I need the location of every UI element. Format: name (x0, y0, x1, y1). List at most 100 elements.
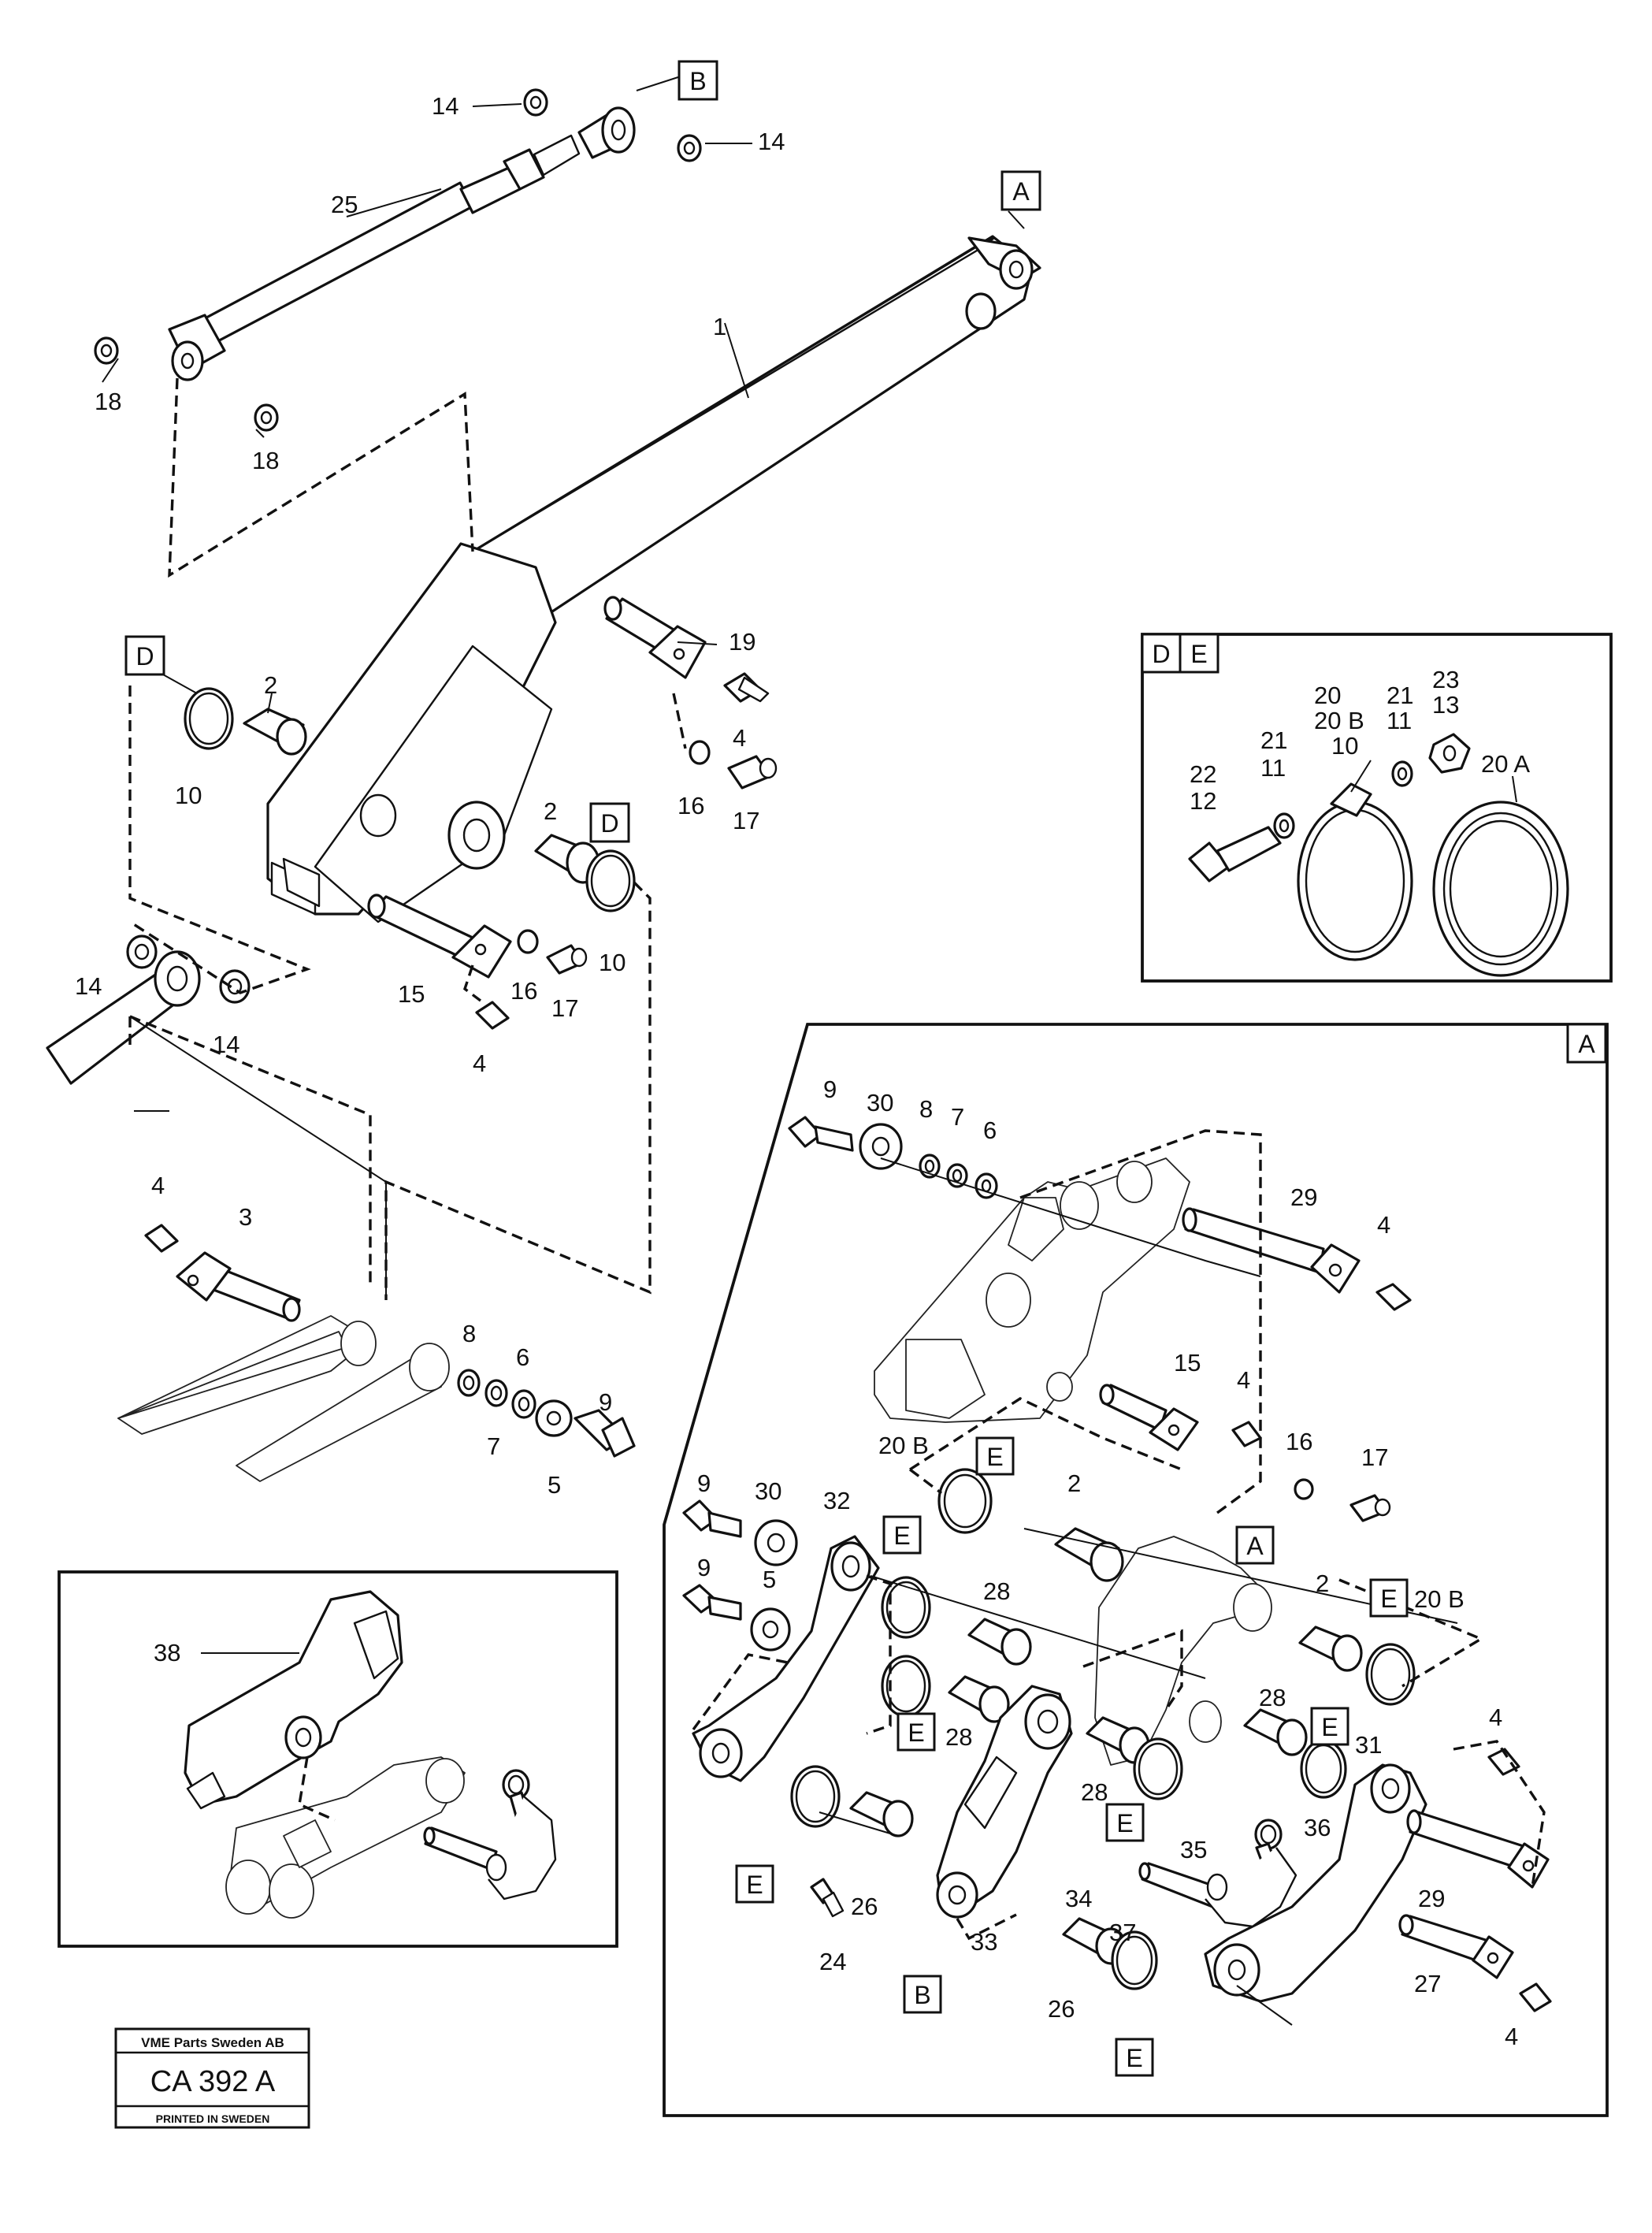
inset-a: A (663, 1023, 1609, 2117)
label-4: 4 (1237, 1366, 1250, 1394)
label-26: 26 (1048, 1995, 1075, 2023)
label-23: 23 (1432, 666, 1459, 693)
coupler-bracket (1094, 1536, 1272, 1766)
ref-box-b-top: B (678, 60, 718, 101)
pin-27 (1398, 1914, 1514, 1979)
grease-nipple-24 (810, 1878, 845, 1918)
label-20b: 20 B (1314, 707, 1364, 734)
bushing-26-a (849, 1791, 914, 1837)
bushing-28-a (967, 1618, 1032, 1666)
label-19: 19 (729, 628, 755, 656)
svg-text:E: E (1380, 1585, 1397, 1613)
lift-arm (266, 235, 1041, 923)
ref-box-e-3: E (1369, 1578, 1409, 1618)
bolt-4-inset-top (1375, 1283, 1412, 1311)
svg-text:B: B (689, 67, 706, 95)
ref-box-d-mid: D (589, 802, 630, 843)
label-4: 4 (473, 1050, 486, 1077)
label-28: 28 (983, 1577, 1010, 1605)
label-14: 14 (75, 972, 102, 1000)
quick-coupler-frame (874, 1157, 1190, 1423)
label-6: 6 (983, 1116, 997, 1144)
label-36: 36 (1304, 1814, 1331, 1841)
label-14: 14 (432, 92, 458, 120)
label-11: 11 (1387, 707, 1412, 734)
svg-text:E: E (1116, 1809, 1133, 1837)
label-7: 7 (487, 1432, 500, 1460)
label-30: 30 (755, 1477, 781, 1505)
label-15: 15 (398, 980, 425, 1008)
publisher-stamp: VME Parts Sweden AB CA 392 A PRINTED IN … (114, 2027, 310, 2129)
bushing-14-top-b (677, 134, 702, 162)
label-37: 37 (1109, 1919, 1136, 1946)
ring-e-5 (790, 1765, 841, 1828)
bushing-14-top-a (523, 88, 548, 117)
inset-de-leaders (1350, 760, 1517, 803)
label-18: 18 (95, 388, 121, 415)
ref-box-a-top: A (1000, 170, 1041, 211)
chain-38-inset (485, 1796, 557, 1900)
washer-6 (511, 1389, 536, 1419)
spacer-16-upper (689, 740, 711, 765)
bolt-9-top (788, 1116, 854, 1152)
label-29: 29 (1290, 1183, 1317, 1211)
svg-text:B: B (914, 1981, 930, 2009)
bolt-4-mid (475, 1001, 510, 1030)
inset-a-dashed-lines (692, 1129, 1546, 1941)
bushing-2-inset-b (1298, 1626, 1363, 1672)
bolt-17-upper (727, 755, 778, 790)
ref-box-e-7: E (735, 1864, 774, 1904)
ring-e-1 (881, 1576, 931, 1639)
label-1: 1 (713, 313, 726, 340)
label-16: 16 (1286, 1428, 1312, 1455)
label-4: 4 (1489, 1704, 1502, 1731)
seal-20a (1432, 801, 1569, 977)
label-7: 7 (951, 1103, 964, 1131)
label-22: 22 (1190, 760, 1216, 788)
leader-lines (102, 74, 1025, 1112)
washer-7 (484, 1379, 508, 1407)
label-29: 29 (1418, 1885, 1445, 1912)
pin-15 (367, 894, 512, 979)
label-24: 24 (819, 1948, 846, 1975)
bolt-4-inset-right (1487, 1748, 1520, 1776)
label-27: 27 (1414, 1970, 1441, 1997)
label-14: 14 (213, 1031, 239, 1058)
label-2: 2 (544, 797, 557, 825)
label-13: 13 (1432, 691, 1459, 719)
bolt-4-upper (723, 672, 770, 703)
label-3: 3 (239, 1203, 252, 1231)
label-4: 4 (1377, 1211, 1390, 1239)
label-33: 33 (971, 1928, 997, 1956)
stamp-code: CA 392 A (150, 2065, 276, 2098)
svg-text:E: E (1126, 2044, 1142, 2072)
inset-a-labels: 9 30 8 7 6 29 4 15 4 16 17 20 B 2 9 30 3… (697, 1076, 1518, 2050)
spacer-16-inset (1294, 1478, 1314, 1500)
seal-ring-10-left (184, 687, 234, 750)
washer-11-right (1391, 760, 1413, 787)
ref-box-e-4: E (897, 1712, 936, 1752)
ref-box-e-8: E (1115, 2038, 1154, 2077)
label-9: 9 (697, 1469, 711, 1497)
bolt-9-low (682, 1584, 742, 1621)
label-34: 34 (1065, 1885, 1092, 1912)
bushing-14-left-b (219, 969, 251, 1004)
label-28: 28 (1081, 1778, 1108, 1806)
label-18: 18 (252, 447, 279, 474)
washer-6-inset (974, 1172, 998, 1199)
pin-19 (603, 596, 707, 679)
solid-guide-lines (129, 1016, 387, 1300)
label-20: 20 (1314, 682, 1341, 709)
inset-header-d: D (1152, 640, 1170, 668)
ref-box-e-2: E (882, 1515, 922, 1555)
svg-text:D: D (136, 642, 154, 671)
washer-11-left (1273, 812, 1295, 839)
bolt-9-lower (574, 1409, 636, 1458)
label-21: 21 (1260, 726, 1287, 754)
stamp-company: VME Parts Sweden AB (141, 2035, 284, 2050)
bolt-12 (1188, 826, 1282, 882)
link-arm-32 (692, 1535, 880, 1782)
label-14: 14 (758, 128, 785, 155)
label-21: 21 (1387, 682, 1413, 709)
